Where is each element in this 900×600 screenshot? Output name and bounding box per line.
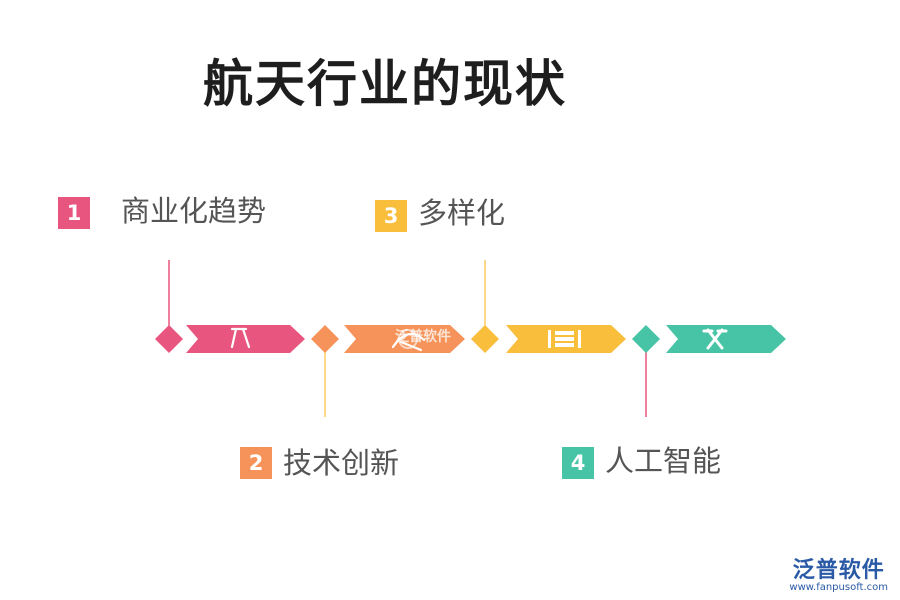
diamond-marker-4 bbox=[632, 325, 660, 353]
chevron-arrow-4 bbox=[666, 325, 786, 353]
compass-icon bbox=[230, 327, 251, 349]
brand-url: www.fanpusoft.com bbox=[789, 582, 888, 593]
diamond-marker-1 bbox=[155, 325, 183, 353]
diamond-marker-3 bbox=[471, 325, 499, 353]
chevron-arrow-2 bbox=[344, 325, 465, 353]
label-3: 多样化 bbox=[418, 196, 506, 230]
label-4: 人工智能 bbox=[605, 444, 722, 478]
watermark-logo-icon bbox=[398, 329, 418, 349]
badge-4: 4 bbox=[562, 447, 594, 479]
badge-3: 3 bbox=[375, 200, 407, 232]
badge-1: 1 bbox=[58, 197, 90, 229]
label-1: 商业化趋势 bbox=[121, 194, 267, 228]
diamond-marker-2 bbox=[311, 325, 339, 353]
label-2: 技术创新 bbox=[283, 446, 400, 480]
watermark-text: 泛普软件 bbox=[395, 329, 451, 345]
badge-2: 2 bbox=[240, 447, 272, 479]
brand-logo: 泛普软件 www.fanpusoft.com bbox=[789, 552, 888, 593]
tools-cross-icon bbox=[702, 328, 728, 350]
brand-name: 泛普软件 bbox=[792, 558, 885, 583]
film-strip-icon bbox=[548, 330, 581, 348]
page-title: 航天行业的现状 bbox=[203, 54, 567, 113]
arc-pen-icon bbox=[391, 332, 426, 352]
